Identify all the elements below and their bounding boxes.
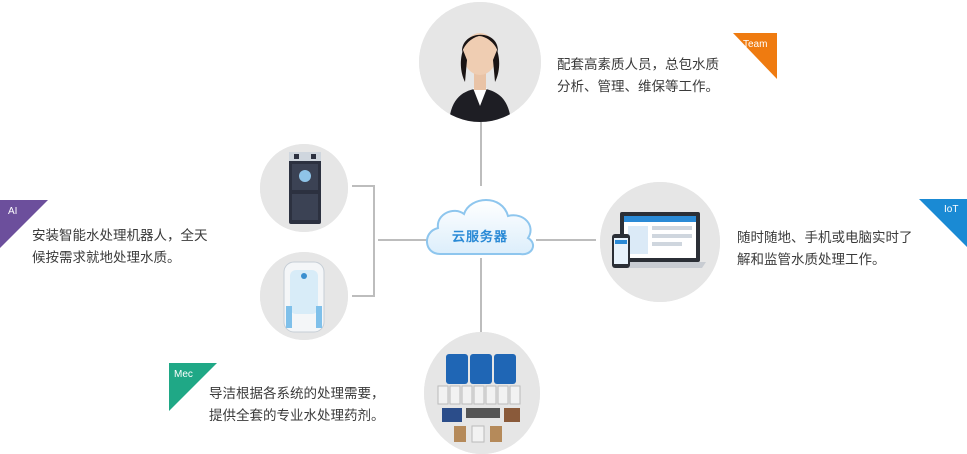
ai-line-1: 安装智能水处理机器人，全天 — [32, 228, 208, 243]
team-description: 配套高素质人员，总包水质 分析、管理、维保等工作。 — [557, 54, 719, 98]
ai-badge-label: AI — [8, 206, 18, 217]
team-photo — [419, 2, 541, 122]
water-robot-icon — [260, 252, 348, 340]
iot-line-2: 解和监管水质处理工作。 — [737, 252, 886, 267]
cloud-icon — [426, 199, 535, 256]
ai-line-2: 候按需求就地处理水质。 — [32, 250, 181, 265]
ai-badge — [0, 200, 48, 248]
robot-machine-2 — [260, 252, 348, 340]
team-line-1: 配套高素质人员，总包水质 — [557, 57, 719, 72]
iot-devices — [600, 182, 720, 302]
hub-label: 云服务器 — [451, 229, 508, 244]
mec-description: 导洁根据各系统的处理需要， 提供全套的专业水处理药剂。 — [209, 383, 385, 427]
mec-line-1: 导洁根据各系统的处理需要， — [209, 386, 385, 401]
team-badge-label: Team — [743, 39, 768, 50]
iot-badge-label: IoT — [944, 204, 959, 215]
mec-badge — [169, 363, 217, 411]
person-icon — [419, 2, 541, 122]
laptop-phone-icon — [600, 182, 720, 302]
team-badge — [733, 33, 777, 79]
iot-description: 随时随地、手机或电脑实时了 解和监管水质处理工作。 — [737, 227, 913, 271]
ai-description: 安装智能水处理机器人，全天 候按需求就地处理水质。 — [32, 225, 208, 269]
chemicals-photo — [424, 332, 540, 454]
team-line-2: 分析、管理、维保等工作。 — [557, 79, 719, 94]
iot-line-1: 随时随地、手机或电脑实时了 — [737, 230, 913, 245]
mec-badge-label: Mec — [174, 369, 193, 380]
iot-badge — [919, 199, 967, 247]
robot-machine-1 — [260, 144, 348, 232]
mec-line-2: 提供全套的专业水处理药剂。 — [209, 408, 385, 423]
water-robot-icon — [260, 144, 348, 232]
chemical-containers-icon — [424, 332, 540, 454]
